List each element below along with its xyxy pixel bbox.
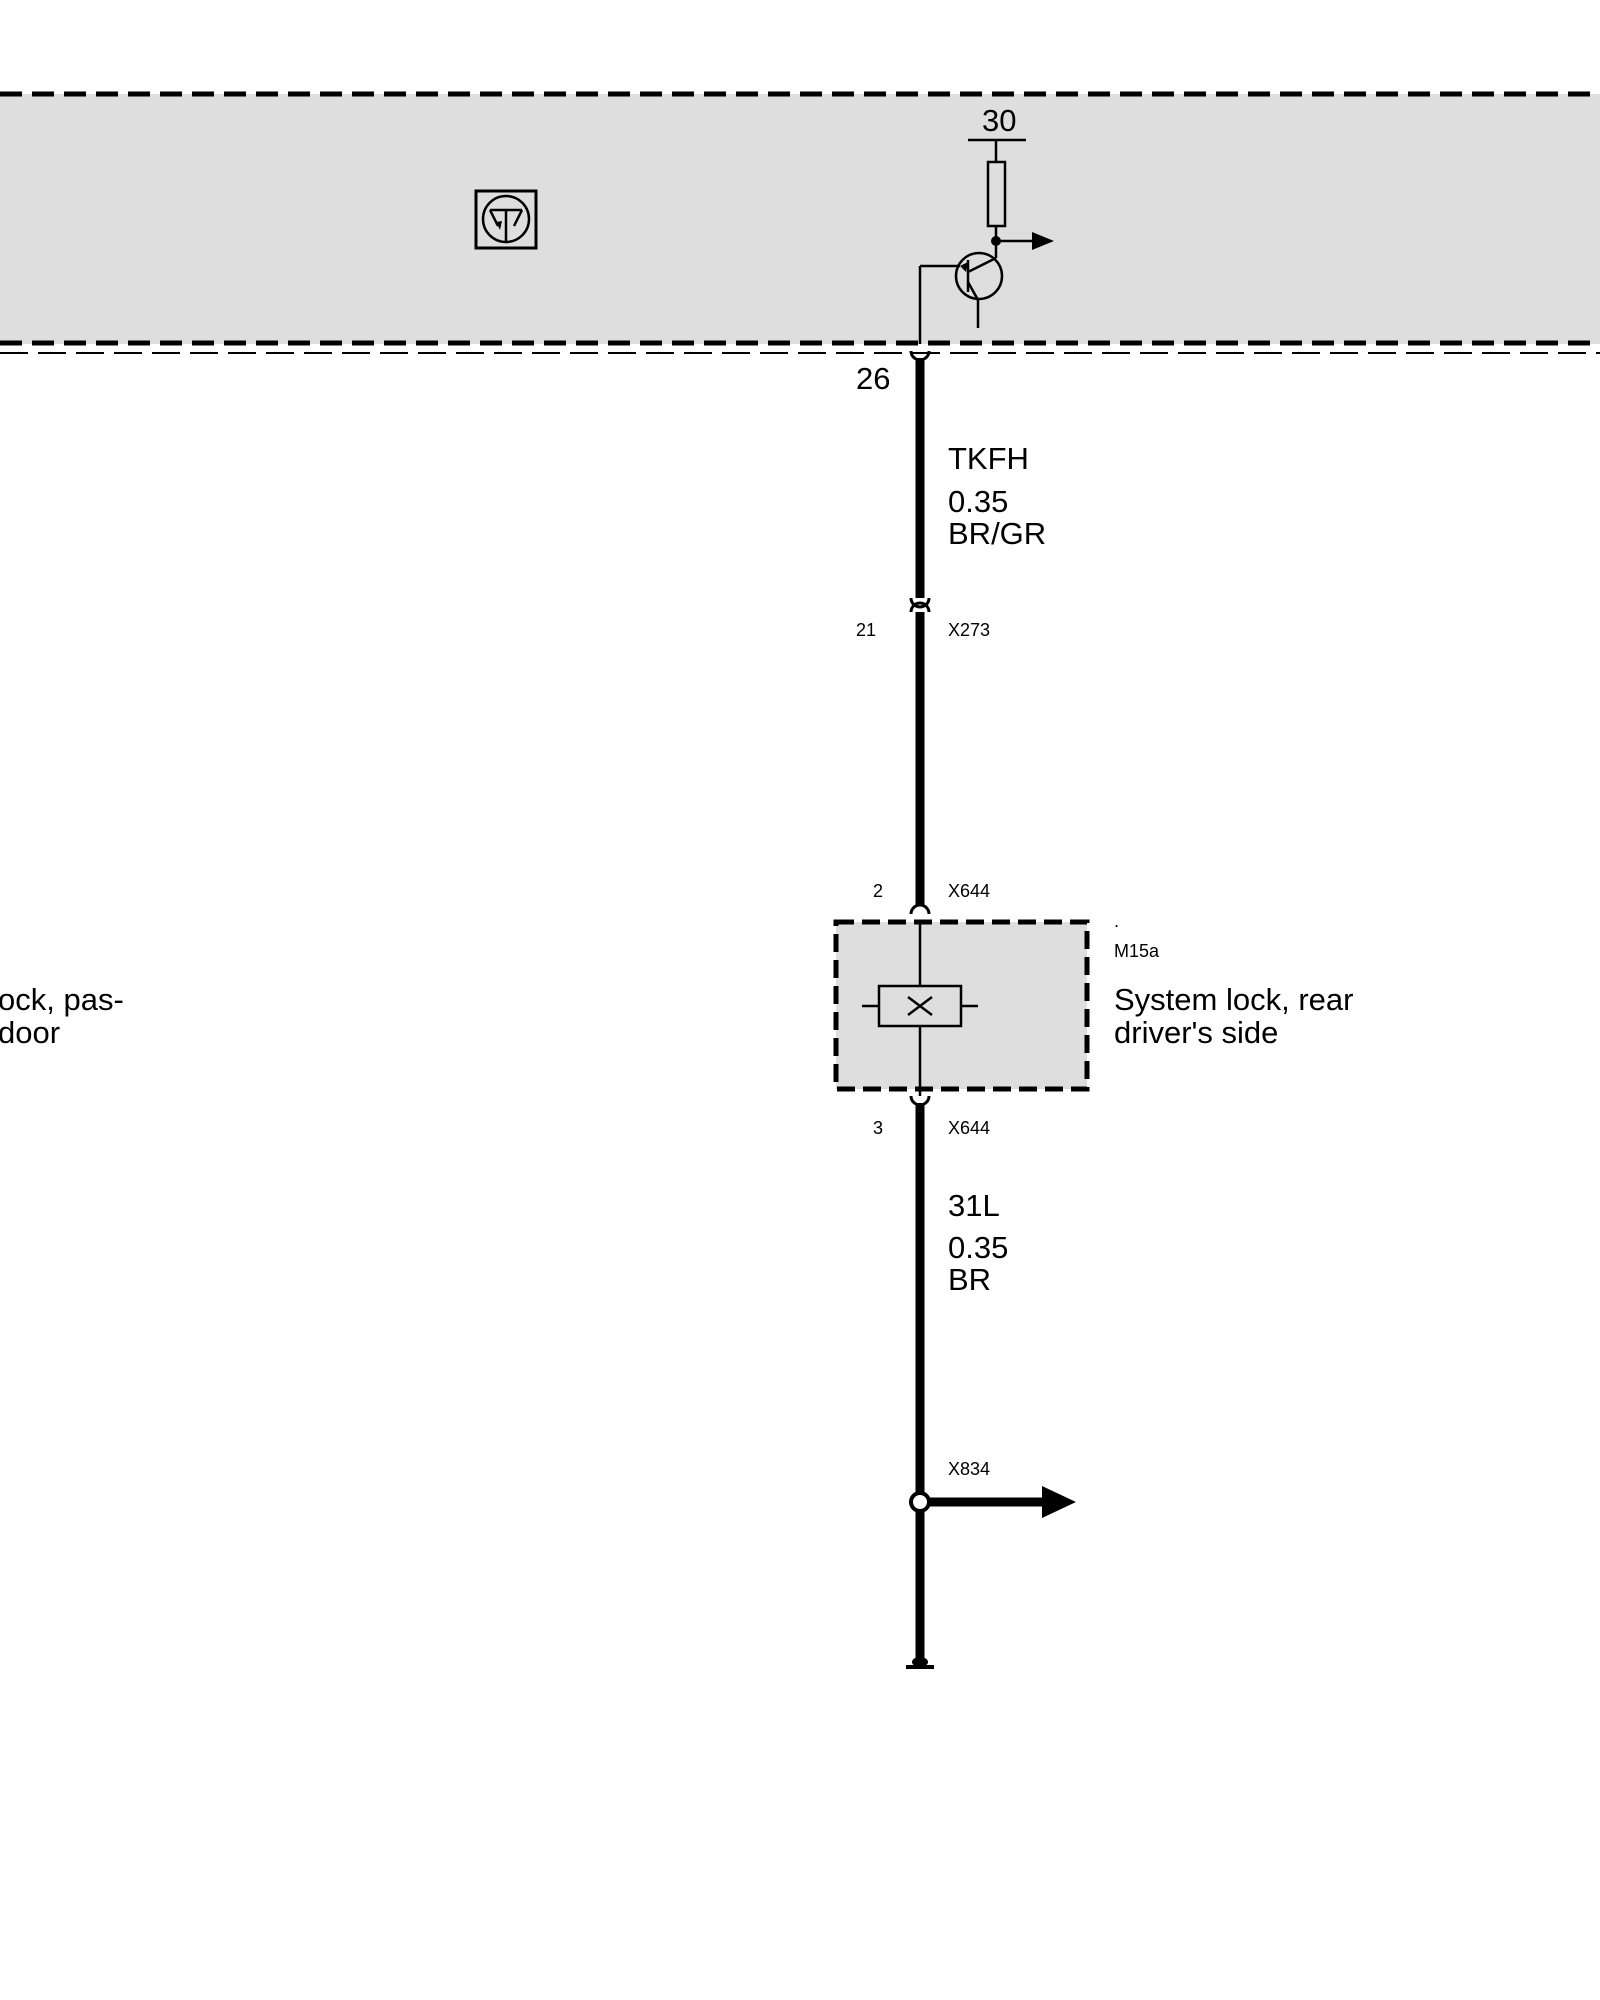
wire-tkfh	[909, 358, 931, 906]
partial-component-label-line1: ock, pas-	[0, 982, 124, 1017]
output-transistor-icon	[918, 251, 1004, 344]
wire-lower-gauge-label: 0.35	[948, 1230, 1008, 1265]
control-unit-module	[0, 91, 1600, 354]
splice-point	[909, 1491, 931, 1513]
x644-in-connector-label: X644	[948, 881, 990, 901]
transistor-symbol-icon	[474, 189, 538, 250]
x273-connector-label: X273	[948, 620, 990, 640]
x834-label: X834	[948, 1459, 990, 1479]
actuator-motor-icon	[862, 984, 978, 1028]
x644-out-connector-label: X644	[948, 1118, 990, 1138]
component-id-label: M15a	[1114, 941, 1160, 961]
x644-pin-in-label: 2	[873, 881, 883, 901]
wire-color-label: BR/GR	[948, 516, 1046, 551]
terminal-30-label: 30	[982, 103, 1016, 138]
partial-component-label-line2: door	[0, 1015, 60, 1050]
ground-terminal-icon	[906, 1657, 934, 1669]
x273-pin-label: 21	[856, 620, 876, 640]
arrow-right-icon	[996, 232, 1054, 250]
wire-gauge-label: 0.35	[948, 484, 1008, 519]
wire-lower-signal-label: 31L	[948, 1188, 1000, 1223]
wire-signal-label: TKFH	[948, 441, 1029, 476]
pin-26-label: 26	[856, 361, 890, 396]
component-desc-line1: System lock, rear	[1114, 982, 1353, 1017]
system-lock-actuator	[833, 903, 1090, 1107]
component-dot: .	[1114, 911, 1119, 931]
wire-lower-color-label: BR	[948, 1262, 991, 1297]
thick-arrow-right-icon	[926, 1486, 1076, 1518]
x644-pin-out-label: 3	[873, 1118, 883, 1138]
component-desc-line2: driver's side	[1114, 1015, 1278, 1050]
